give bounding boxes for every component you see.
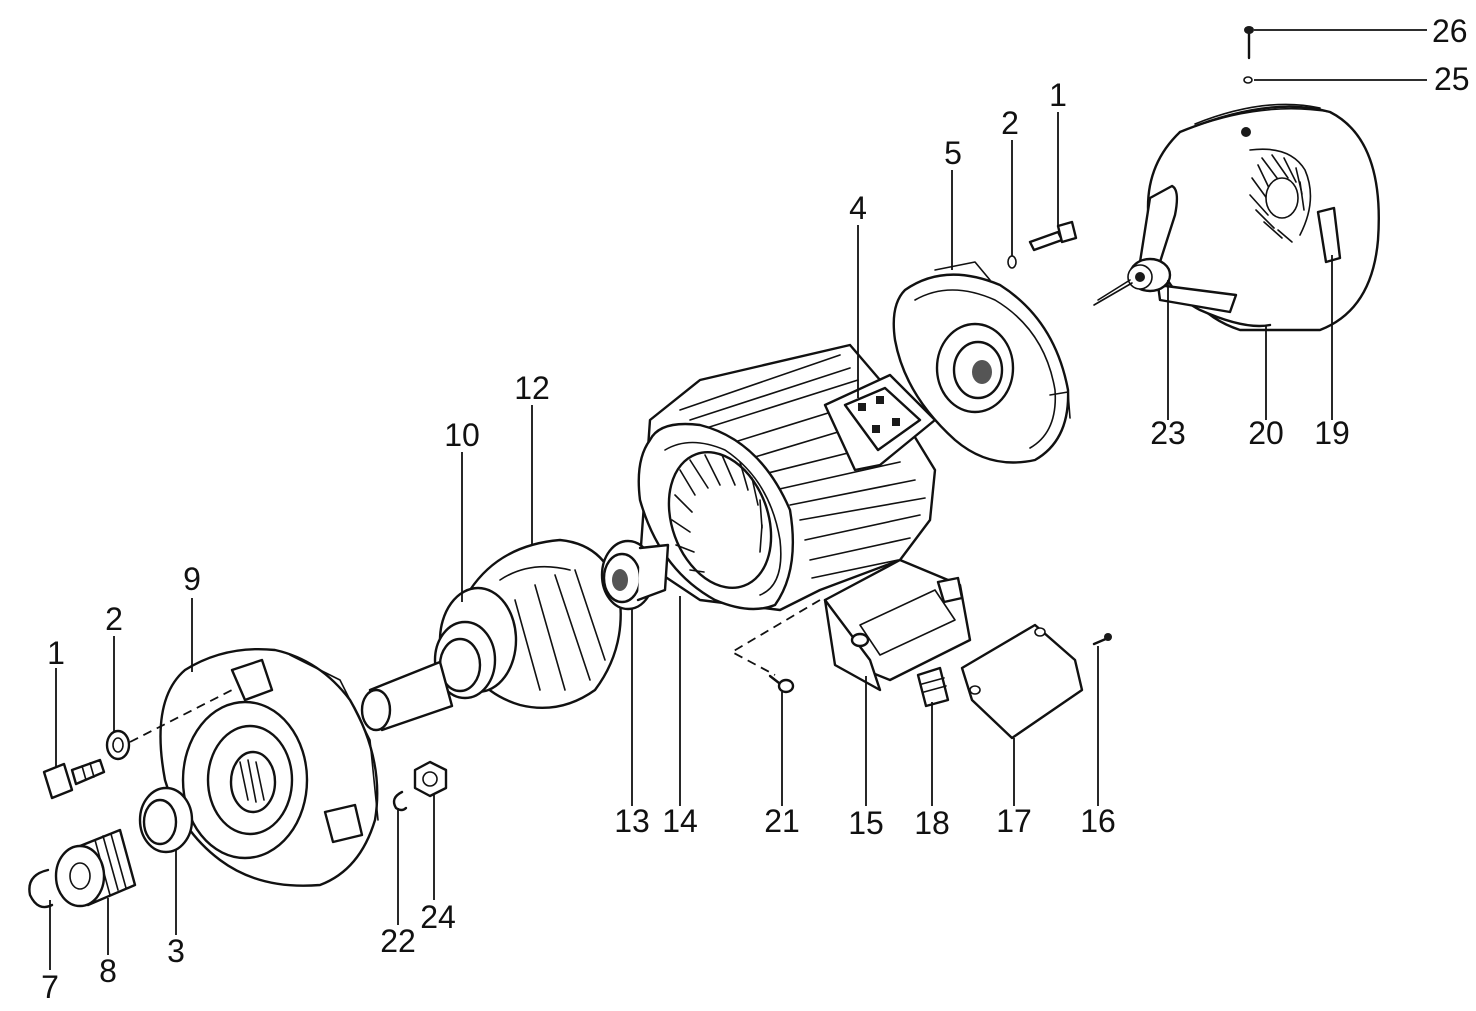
part-labels: 1 2 5 4 26 25 12 10 23 20 19 9 2 1 13 14… xyxy=(41,13,1469,1005)
label-21: 21 xyxy=(764,803,800,839)
label-24: 24 xyxy=(420,899,456,935)
bearing-13 xyxy=(600,539,670,611)
terminal-cover xyxy=(960,623,1084,740)
label-14: 14 xyxy=(662,803,698,839)
label-7: 7 xyxy=(41,969,59,1005)
washer-left xyxy=(105,729,131,761)
cable-gland xyxy=(916,666,950,708)
screw-16 xyxy=(1092,633,1112,646)
nut-24 xyxy=(413,760,448,798)
label-26: 26 xyxy=(1432,13,1468,49)
label-1-top: 1 xyxy=(1049,77,1067,113)
stator-housing xyxy=(637,343,937,612)
label-17: 17 xyxy=(996,803,1032,839)
fan-impeller xyxy=(1093,184,1238,314)
oil-seal xyxy=(138,786,194,854)
label-2-top: 2 xyxy=(1001,105,1019,141)
clip-22 xyxy=(392,790,408,812)
circlip xyxy=(28,868,54,909)
label-22: 22 xyxy=(380,923,416,959)
screw-21 xyxy=(768,674,795,694)
rear-end-shield xyxy=(892,261,1071,464)
label-16: 16 xyxy=(1080,803,1116,839)
label-18: 18 xyxy=(914,805,950,841)
bolt-left xyxy=(42,758,106,800)
label-8: 8 xyxy=(99,953,117,989)
label-25: 25 xyxy=(1434,61,1470,97)
label-9: 9 xyxy=(183,561,201,597)
screw-top xyxy=(1028,220,1078,252)
rotor-shaft xyxy=(360,660,454,732)
label-1-left: 1 xyxy=(47,635,65,671)
fan-cover xyxy=(1146,103,1380,332)
label-12: 12 xyxy=(514,370,550,406)
label-2-left: 2 xyxy=(105,601,123,637)
dashed-guide-lines xyxy=(129,599,821,743)
front-end-shield xyxy=(159,648,379,887)
label-10: 10 xyxy=(444,417,480,453)
label-23: 23 xyxy=(1150,415,1186,451)
label-19: 19 xyxy=(1314,415,1350,451)
leader-lines xyxy=(49,29,1427,970)
label-15: 15 xyxy=(848,805,884,841)
label-5: 5 xyxy=(944,135,962,171)
washer-25 xyxy=(1243,76,1253,84)
label-3: 3 xyxy=(167,933,185,969)
bearing-10 xyxy=(433,586,518,700)
terminal-box xyxy=(823,558,972,692)
label-20: 20 xyxy=(1248,415,1284,451)
label-13: 13 xyxy=(614,803,650,839)
label-4: 4 xyxy=(849,190,867,226)
washer-top xyxy=(1007,255,1017,269)
screw-26 xyxy=(1244,26,1254,60)
pinion-gear xyxy=(54,828,137,908)
